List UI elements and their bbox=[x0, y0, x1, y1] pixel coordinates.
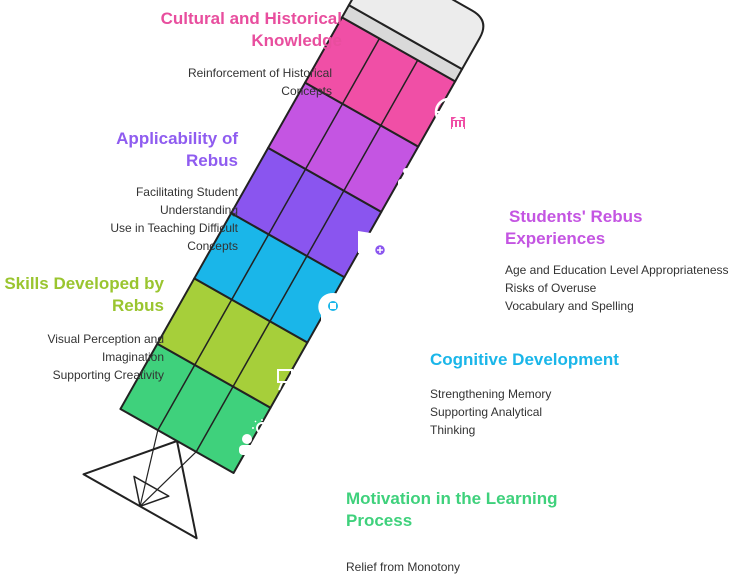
cultural-details: Reinforcement of Historical Concepts bbox=[188, 64, 332, 100]
cognitive-detail-2: Supporting Analytical bbox=[430, 405, 543, 419]
skills-details: Visual Perception and Imagination Suppor… bbox=[47, 330, 164, 384]
students-heading: Students' Rebus Experiences bbox=[505, 206, 642, 250]
applicability-details: Facilitating Student Understanding Use i… bbox=[110, 183, 238, 255]
cultural-detail-2: Concepts bbox=[281, 84, 332, 98]
applicability-heading-line2: Rebus bbox=[186, 151, 238, 170]
cognitive-heading: Cognitive Development bbox=[430, 349, 619, 371]
students-heading-line2: Experiences bbox=[505, 229, 606, 248]
cultural-heading-line1: Cultural and Historical bbox=[160, 9, 342, 28]
students-detail-3: Vocabulary and Spelling bbox=[505, 299, 634, 313]
skills-detail-3: Supporting Creativity bbox=[52, 368, 164, 382]
cognitive-heading-line1: Cognitive Development bbox=[430, 350, 619, 369]
applicability-heading-line1: Applicability of bbox=[116, 129, 238, 148]
skills-heading: Skills Developed by Rebus bbox=[4, 273, 164, 317]
students-heading-line1: Students' Rebus bbox=[509, 207, 643, 226]
cognitive-details: Strengthening Memory Supporting Analytic… bbox=[430, 385, 551, 439]
pencil-lead bbox=[133, 475, 170, 508]
cultural-heading-line2: Knowledge bbox=[251, 31, 342, 50]
cultural-detail-1: Reinforcement of Historical bbox=[187, 66, 332, 80]
presentation-icon bbox=[398, 168, 426, 188]
applicability-detail-2: Understanding bbox=[159, 203, 238, 217]
applicability-detail-4: Concepts bbox=[187, 239, 238, 253]
motivation-detail-1: Relief from Monotony bbox=[346, 560, 461, 574]
skills-heading-line2: Rebus bbox=[112, 296, 164, 315]
motivation-heading-line2: Process bbox=[346, 511, 413, 530]
skills-detail-2: Imagination bbox=[101, 350, 164, 364]
book-search-icon bbox=[358, 229, 391, 261]
applicability-heading: Applicability of Rebus bbox=[116, 128, 238, 172]
head-puzzle-icon bbox=[318, 293, 349, 325]
students-detail-1: Age and Education Level Appropriateness bbox=[505, 263, 729, 277]
cognitive-detail-3: Thinking bbox=[430, 423, 476, 437]
cognitive-detail-1: Strengthening Memory bbox=[430, 387, 552, 401]
students-detail-2: Risks of Overuse bbox=[505, 281, 597, 295]
skills-detail-1: Visual Perception and bbox=[47, 332, 164, 346]
skills-heading-line1: Skills Developed by bbox=[4, 274, 164, 293]
motivation-heading: Motivation in the Learning Process bbox=[346, 488, 558, 532]
easel-icon bbox=[277, 359, 307, 391]
cultural-heading: Cultural and Historical Knowledge bbox=[161, 8, 342, 52]
idea-person-icon bbox=[239, 419, 272, 455]
motivation-details: Relief from Monotony bbox=[346, 558, 460, 576]
applicability-detail-1: Facilitating Student bbox=[135, 185, 238, 199]
students-details: Age and Education Level Appropriateness … bbox=[505, 261, 729, 315]
globe-bank-icon bbox=[434, 97, 465, 129]
pencil-eraser bbox=[347, 0, 485, 71]
motivation-heading-line1: Motivation in the Learning bbox=[346, 489, 558, 508]
applicability-detail-3: Use in Teaching Difficult bbox=[110, 221, 238, 235]
